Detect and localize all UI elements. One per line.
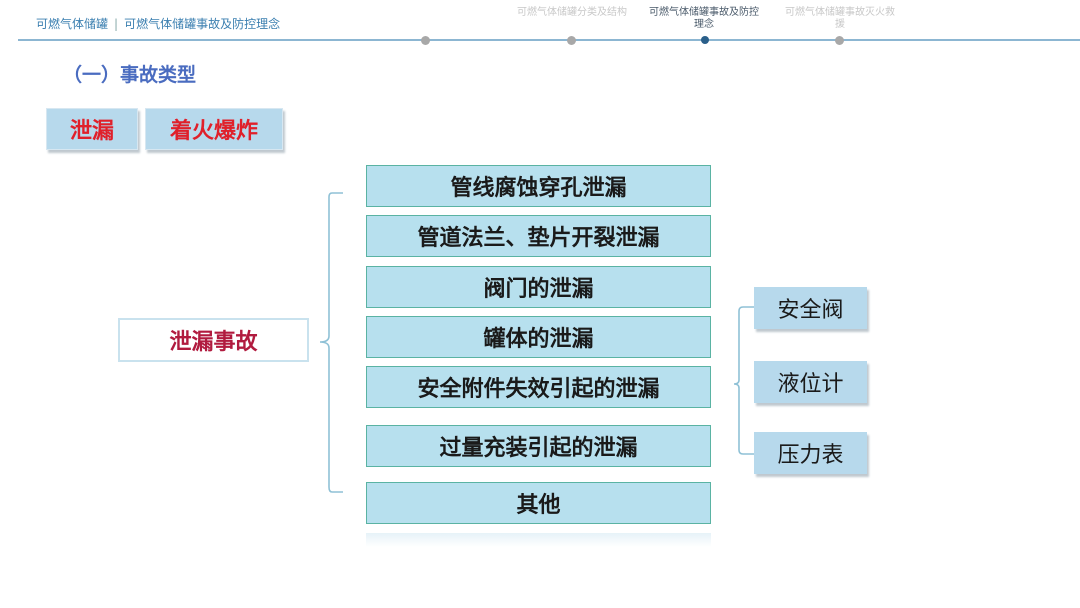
- tab-leak[interactable]: 泄漏: [46, 108, 138, 150]
- nav-label-classification[interactable]: 可燃气体储罐分类及结构: [517, 7, 627, 18]
- nav-dot-accident[interactable]: [701, 36, 709, 44]
- item-tank-body-leak: 罐体的泄漏: [366, 316, 711, 358]
- sub-item-pressure-gauge: 压力表: [754, 432, 867, 474]
- item-safety-accessory: 安全附件失效引起的泄漏: [366, 366, 711, 408]
- section-heading: （一）事故类型: [63, 64, 197, 86]
- reflection-fade: [366, 533, 711, 547]
- item-other: 其他: [366, 482, 711, 524]
- sub-item-level-gauge: 液位计: [754, 361, 867, 403]
- nav-label-accident[interactable]: 可燃气体储罐事故及防控理念: [649, 7, 759, 30]
- nav-dot-start[interactable]: [421, 35, 430, 45]
- item-pipe-corrosion: 管线腐蚀穿孔泄漏: [366, 165, 711, 207]
- nav-dot-rescue[interactable]: [835, 35, 844, 45]
- item-overfill: 过量充装引起的泄漏: [366, 425, 711, 467]
- root-node-leak-accident: 泄漏事故: [118, 318, 309, 362]
- item-flange-gasket: 管道法兰、垫片开裂泄漏: [366, 215, 711, 257]
- sub-bracket-connector: [733, 306, 755, 455]
- bracket-connector: [319, 192, 343, 493]
- tab-fire-explosion[interactable]: 着火爆炸: [145, 108, 283, 150]
- header-title: 可燃气体储罐 | 可燃气体储罐事故及防控理念: [36, 17, 326, 31]
- title-separator: |: [114, 17, 119, 31]
- item-valve-leak: 阀门的泄漏: [366, 266, 711, 308]
- nav-label-rescue[interactable]: 可燃气体储罐事故灭火救援: [785, 7, 895, 30]
- chapter-title: 可燃气体储罐事故及防控理念: [124, 17, 281, 31]
- header-divider: [18, 39, 1080, 41]
- sub-item-safety-valve: 安全阀: [754, 287, 867, 329]
- nav-dot-classification[interactable]: [567, 35, 576, 45]
- deck-title: 可燃气体储罐: [36, 17, 109, 31]
